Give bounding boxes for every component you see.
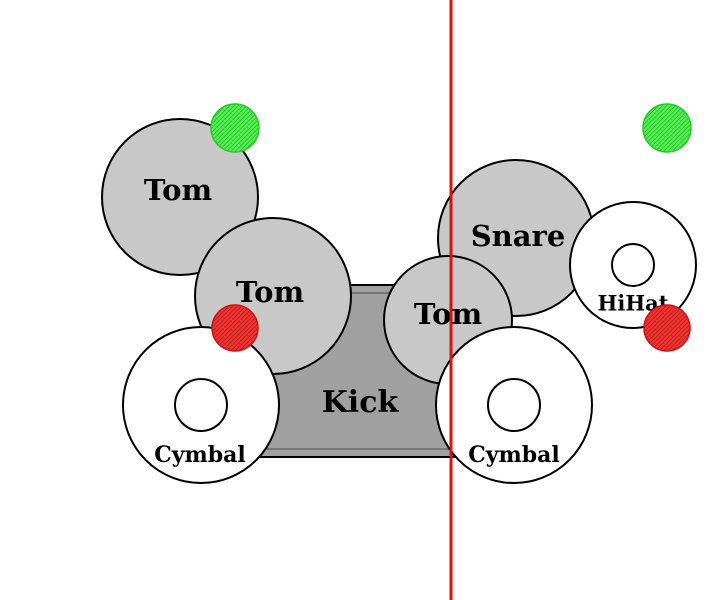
kick-label: Kick: [322, 385, 400, 420]
cymbal-right[interactable]: Cymbal: [435, 326, 593, 484]
tom-left-label: Tom: [144, 173, 213, 207]
green-marker-left: [210, 103, 260, 153]
tom-middle-label: Tom: [236, 275, 305, 309]
tom-right-label: Tom: [414, 297, 483, 331]
cymbal-left-label: Cymbal: [154, 442, 246, 468]
cymbal-right-label: Cymbal: [468, 442, 560, 468]
tom-left[interactable]: Tom: [101, 118, 259, 276]
green-marker-right: [642, 103, 692, 153]
cymbal-left[interactable]: Cymbal: [122, 326, 280, 484]
red-marker-left: [211, 304, 259, 352]
snare-label: Snare: [471, 219, 566, 253]
hihat[interactable]: HiHat: [569, 201, 697, 329]
red-marker-right: [643, 304, 691, 352]
